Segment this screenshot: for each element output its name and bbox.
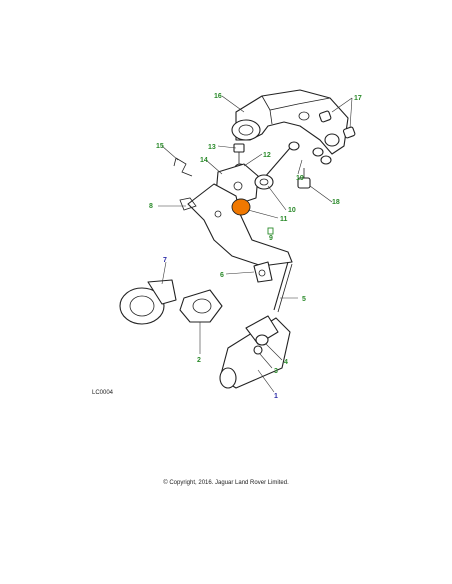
part-16-pedal-bracket [231,89,349,155]
part-10-bushing [254,174,274,190]
callout-8: 8 [149,203,153,210]
callout-12: 12 [263,152,271,159]
callout-10: 10 [288,207,296,214]
callout-13: 13 [208,144,216,151]
part-7-release-bearing [119,279,177,325]
part-5-push-rod [273,261,293,313]
part-11-highlighted-bush [231,198,251,216]
callout-18: 18 [332,199,340,206]
callout-19: 19 [296,175,304,182]
callout-1: 1 [274,393,278,400]
callout-labels: 16 17 15 13 12 14 19 10 18 8 11 9 7 6 5 … [149,93,362,400]
callout-7: 7 [163,257,167,264]
part-19-bolt-washers [263,141,332,179]
callout-11: 11 [280,216,288,223]
part-8-clutch-pedal [179,183,293,267]
part-3-seal [253,345,263,355]
part-13-screw [233,143,245,166]
callout-6: 6 [220,272,224,279]
part-4-seal [255,334,269,346]
callout-15: 15 [156,143,164,150]
part-18-bolt [297,168,311,189]
callout-2: 2 [197,357,201,364]
callout-3: 3 [274,368,278,375]
part-17-nuts [318,110,356,139]
callout-17: 17 [354,95,362,102]
callout-16: 16 [214,93,222,100]
part-6-clevis-pin [253,261,273,283]
part-15-spring-clip [173,157,193,177]
part-9-marker [267,227,274,235]
copyright-notice: © Copyright, 2016. Jaguar Land Rover Lim… [163,480,289,486]
callout-5: 5 [302,296,306,303]
callout-9: 9 [269,235,273,242]
reference-code: LC0004 [92,390,114,396]
leader-lines [158,95,353,393]
callout-14: 14 [200,157,208,164]
callout-4: 4 [284,359,288,366]
part-2-gasket [179,289,223,323]
